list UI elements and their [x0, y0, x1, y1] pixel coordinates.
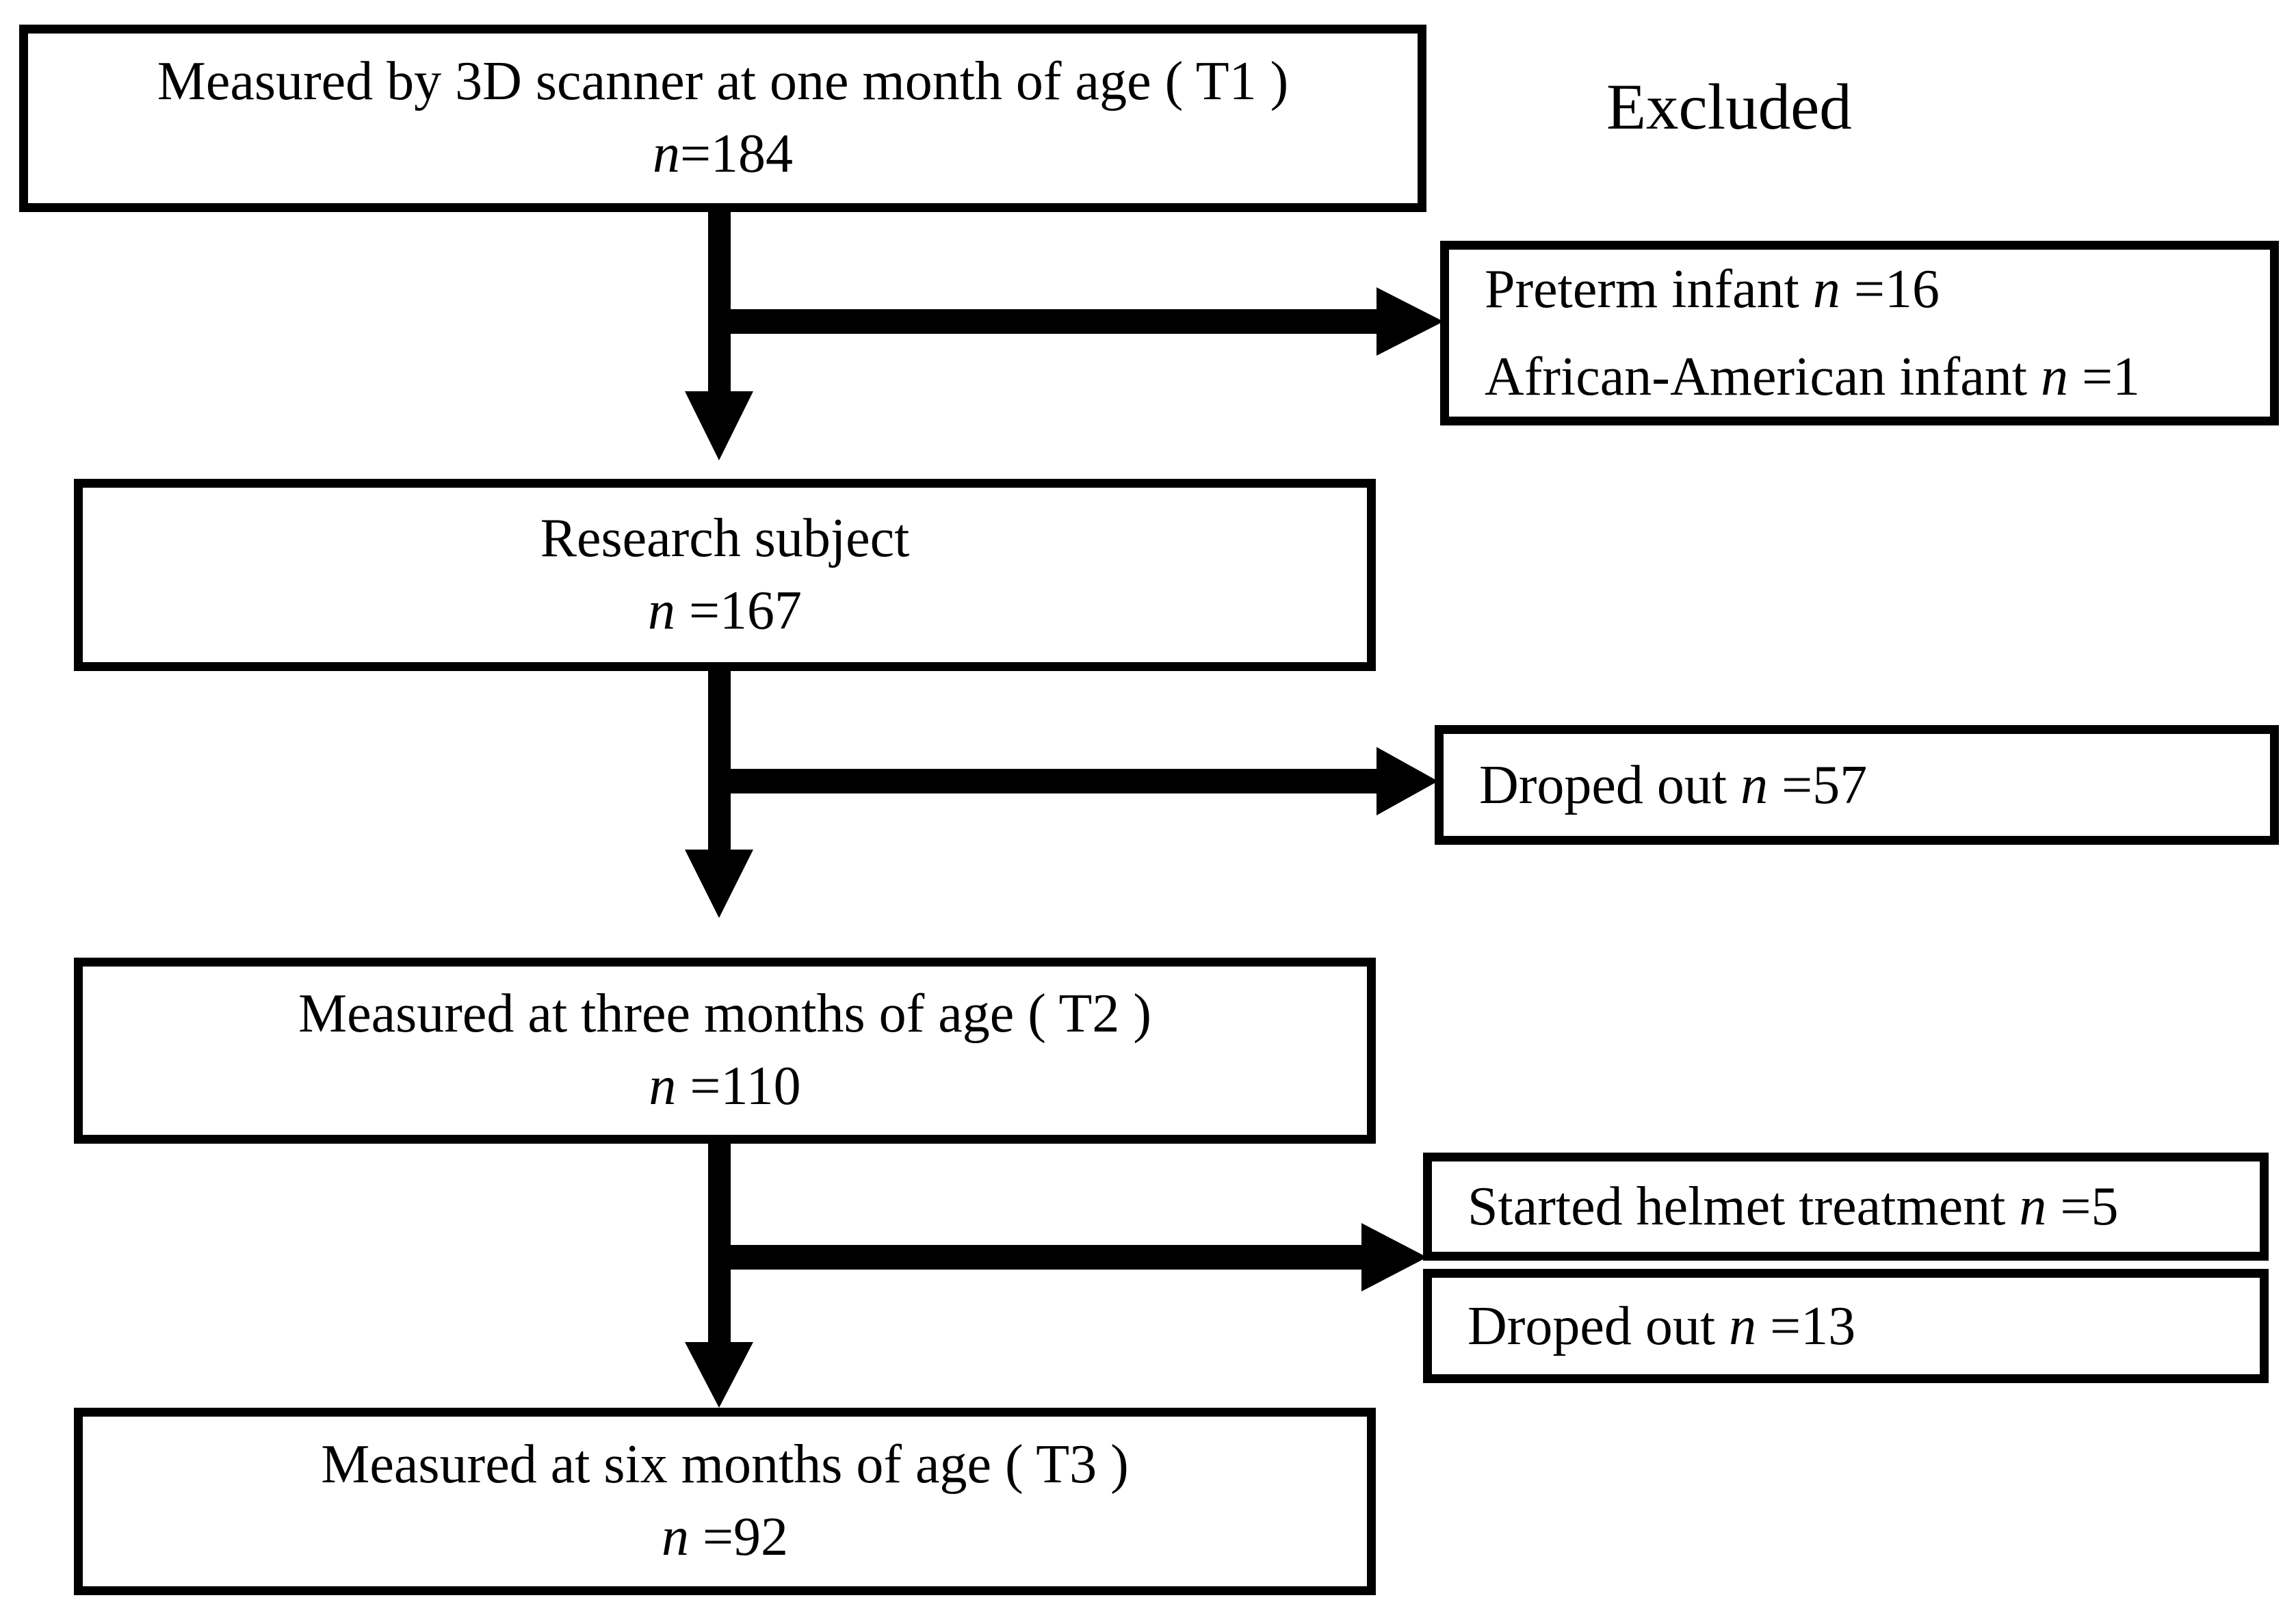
- reason-label: Droped out: [1479, 754, 1741, 815]
- excluded-reason-african-american: African-American infant n =1: [1485, 333, 2140, 421]
- reason-label: Started helmet treatment: [1467, 1177, 2020, 1237]
- excluded-column-label: Excluded: [1606, 70, 1852, 143]
- n-symbol: n: [652, 124, 680, 184]
- flow-box-research-count: n =167: [648, 575, 802, 648]
- helmet-line: Started helmet treatment n =5: [1467, 1163, 2119, 1250]
- count-value: =167: [675, 580, 803, 641]
- flow-box-t3: Measured at six months of age ( T3 ) n =…: [74, 1408, 1376, 1595]
- n-symbol: n: [661, 1507, 689, 1567]
- dropout-t1-line: Droped out n =57: [1479, 741, 1867, 829]
- n-symbol: n: [1740, 754, 1769, 815]
- flow-box-t3-title: Measured at six months of age ( T3 ): [321, 1434, 1129, 1495]
- flow-box-excluded-reasons: Preterm infant n =16 African-American in…: [1440, 241, 2279, 425]
- arrow-branch-dropout-t1: [712, 747, 1438, 815]
- count-value: =110: [676, 1056, 801, 1116]
- flow-box-t1-title: Measured by 3D scanner at one month of a…: [157, 51, 1289, 112]
- arrow-t2-to-t3: [685, 1142, 753, 1408]
- flow-box-dropout-after-t1: Droped out n =57: [1435, 725, 2279, 845]
- count-value: =92: [688, 1507, 789, 1567]
- flow-box-t2: Measured at three months of age ( T2 ) n…: [74, 958, 1376, 1144]
- n-symbol: n: [2019, 1177, 2047, 1237]
- n-symbol: n: [1729, 1296, 1757, 1356]
- count-value: =5: [2046, 1177, 2119, 1237]
- arrow-branch-excluded: [712, 287, 1444, 356]
- flow-box-t1: Measured by 3D scanner at one month of a…: [19, 25, 1426, 212]
- arrow-research-to-t2: [685, 669, 753, 918]
- flow-box-t2-count: n =110: [649, 1051, 800, 1123]
- flow-box-t1-count: n=184: [653, 118, 793, 191]
- flow-box-helmet-treatment: Started helmet treatment n =5: [1423, 1153, 2269, 1261]
- flow-box-research-subject: Research subject n =167: [74, 479, 1376, 671]
- arrow-branch-helmet-dropout: [712, 1223, 1427, 1291]
- dropout-t2-line: Droped out n =13: [1467, 1283, 1855, 1370]
- excluded-reason-preterm: Preterm infant n =16: [1485, 246, 1940, 333]
- reason-label: Preterm infant: [1485, 259, 1813, 319]
- n-symbol: n: [1812, 259, 1840, 319]
- count-value: =184: [679, 124, 794, 184]
- reason-label: African-American infant: [1485, 347, 2041, 407]
- n-symbol: n: [649, 1056, 677, 1116]
- count-value: =1: [2067, 347, 2141, 407]
- count-value: =57: [1768, 754, 1868, 815]
- flow-box-dropout-after-t2: Droped out n =13: [1423, 1269, 2269, 1383]
- n-symbol: n: [647, 580, 675, 641]
- n-symbol: n: [2040, 347, 2068, 407]
- flow-box-t3-count: n =92: [662, 1501, 788, 1574]
- flow-box-t2-title: Measured at three months of age ( T2 ): [298, 984, 1151, 1045]
- reason-label: Droped out: [1467, 1296, 1730, 1356]
- flow-box-research-title: Research subject: [540, 508, 910, 568]
- count-value: =16: [1840, 259, 1940, 319]
- arrow-t1-to-research: [685, 209, 753, 460]
- count-value: =13: [1756, 1296, 1856, 1356]
